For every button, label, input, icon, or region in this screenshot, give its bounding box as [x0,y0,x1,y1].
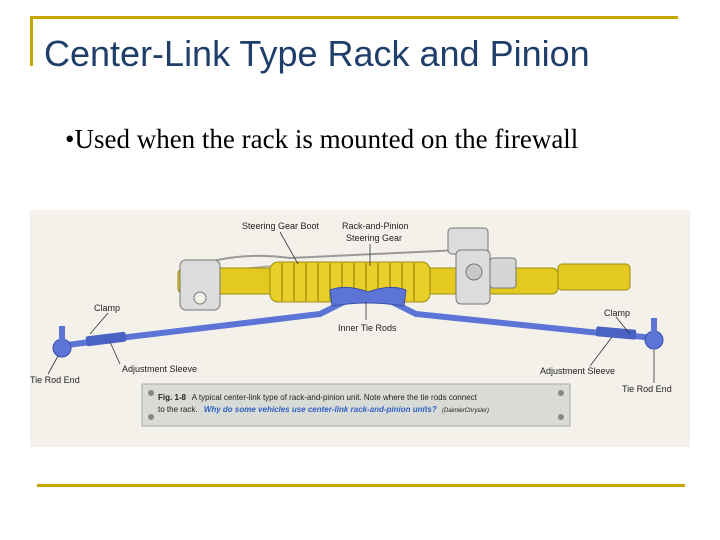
rack-and-pinion-figure: Steering Gear Boot Rack-and-Pinion Steer… [30,210,690,447]
label-clamp-right: Clamp [604,308,630,318]
rack-tube-right [557,263,631,291]
caption-line-1: A typical center-link type of rack-and-p… [192,393,478,402]
bullet-item: •Used when the rack is mounted on the fi… [65,122,665,156]
slide-title: Center-Link Type Rack and Pinion [44,33,590,74]
frame-left-rule [30,16,33,66]
tie-rod-end-left [52,326,72,358]
svg-text:to the rack. Why do so: to the rack. Why do some vehicles use ce… [158,405,489,414]
label-tie-rod-end-left: Tie Rod End [30,375,80,385]
left-mount-bracket [179,259,221,311]
label-steering-gear-boot: Steering Gear Boot [242,221,320,231]
tie-rod-end-right [644,318,664,350]
adjustment-sleeve-left [85,331,127,347]
bullet-marker: • [65,124,75,154]
label-inner-tie-rods: Inner Tie Rods [338,323,397,333]
leader-lines [47,231,655,383]
caption-question: Why do some vehicles use center-link rac… [204,405,437,414]
caption-fig-number: Fig. 1-8 [158,393,187,402]
label-adjustment-sleeve-right: Adjustment Sleeve [540,366,615,376]
label-steering-gear: Steering Gear [346,233,402,243]
label-clamp-left: Clamp [94,303,120,313]
figure-caption-plate: Fig. 1-8 A typical center-link type of r… [141,383,571,427]
label-rack-and-pinion: Rack-and-Pinion [342,221,409,231]
svg-text:Fig. 1-8 A typical cen: Fig. 1-8 A typical center-link type of r… [158,393,478,402]
caption-credit: (DaimlerChrysler) [442,408,489,414]
center-link-plate [329,286,407,307]
label-adjustment-sleeve-left: Adjustment Sleeve [122,364,197,374]
caption-line-2: to the rack. [158,405,198,414]
figure-svg: Steering Gear Boot Rack-and-Pinion Steer… [30,210,690,447]
bullet-text: Used when the rack is mounted on the fir… [74,124,579,154]
frame-bottom-rule [37,484,685,487]
label-tie-rod-end-right: Tie Rod End [622,384,672,394]
pinion-valve-body [447,227,517,305]
frame-top-rule [30,16,678,19]
